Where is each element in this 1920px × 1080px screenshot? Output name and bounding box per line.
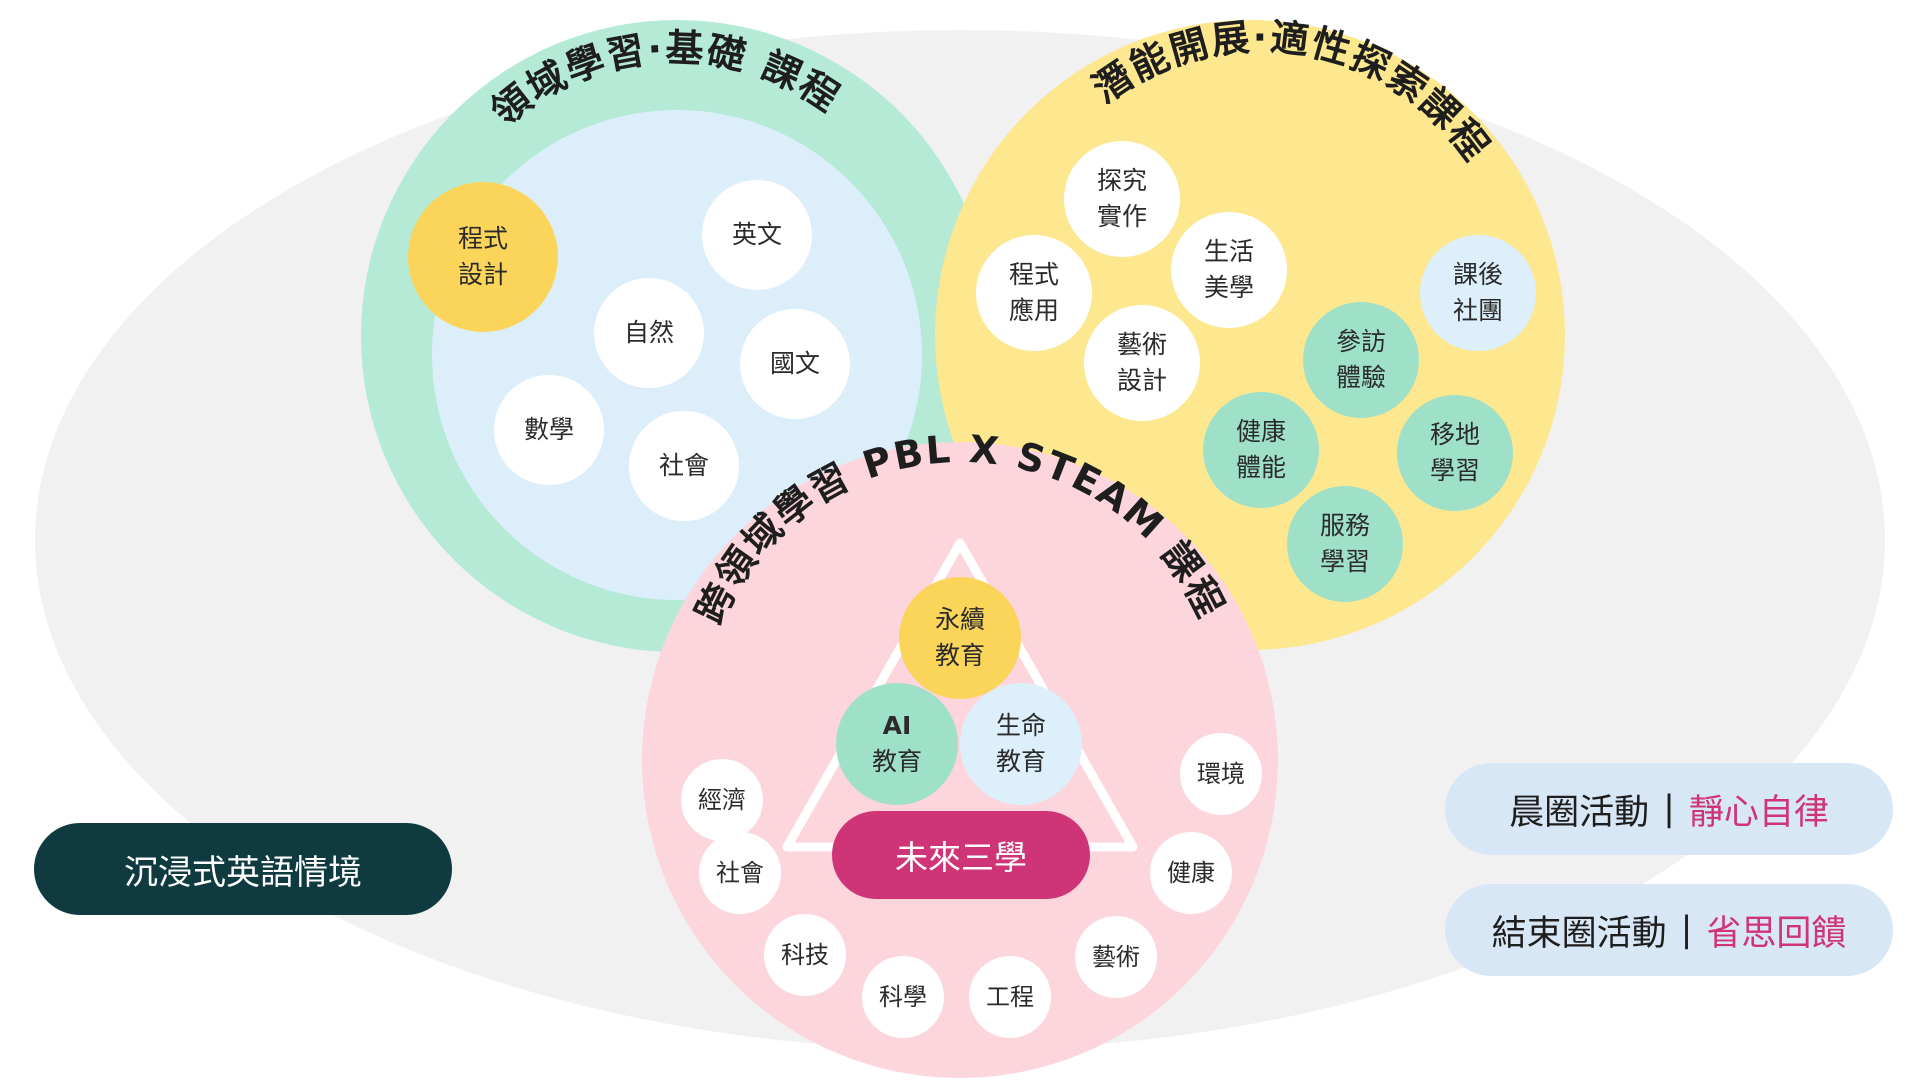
node-coding-design-line1: 程式 [457,224,508,253]
node-sustainability: 永續 教育 [899,577,1021,699]
node-inquiry: 探究 實作 [1064,141,1180,257]
node-social-label: 社會 [658,451,709,480]
node-chinese: 國文 [740,309,850,419]
closing-circle-pill: 結束圈活動 | 省思回饋 [1445,884,1893,976]
node-after-school: 課後 社團 [1420,235,1536,351]
node-visit-line1: 參訪 [1335,327,1386,356]
node-health-fitness-line2: 體能 [1235,453,1286,482]
node-technology-label: 科技 [781,941,829,969]
node-art-design-line2: 設計 [1116,366,1167,395]
immersive-english-pill: 沉浸式英語情境 [34,823,452,915]
node-math-label: 數學 [523,415,574,444]
node-engineering-label: 工程 [986,983,1034,1011]
morning-circle-label: 晨圈活動 [1509,792,1650,833]
closing-circle-label: 結束圈活動 [1491,913,1667,954]
node-field-study-line2: 學習 [1429,456,1480,485]
node-art-design: 藝術 設計 [1084,305,1200,421]
closing-circle-highlight: 省思回饋 [1706,913,1847,954]
node-field-study: 移地 學習 [1397,395,1513,511]
node-coding-design-line2: 設計 [457,260,508,289]
node-math: 數學 [494,375,604,485]
node-coding-design: 程式 設計 [408,182,558,332]
node-visit-line2: 體驗 [1335,363,1386,392]
node-arts: 藝術 [1075,916,1157,998]
immersive-english-label: 沉浸式英語情境 [124,852,362,893]
node-health-fitness-line1: 健康 [1235,417,1286,446]
node-science: 自然 [594,278,704,388]
node-life-aesthetics: 生活 美學 [1171,212,1287,328]
node-english: 英文 [702,180,812,290]
node-society-label: 社會 [716,859,764,887]
node-science-steam: 科學 [862,956,944,1038]
node-engineering: 工程 [969,956,1051,1038]
node-society: 社會 [699,832,781,914]
node-health-fitness: 健康 體能 [1203,392,1319,508]
future-three-learnings-pill: 未來三學 [832,811,1090,899]
node-visit: 參訪 體驗 [1303,302,1419,418]
morning-circle-separator: | [1663,789,1675,829]
node-art-design-line1: 藝術 [1116,330,1167,359]
node-life-education-line1: 生命 [995,711,1046,740]
node-after-school-line1: 課後 [1452,260,1503,289]
node-ai-education-line1: AI [882,711,912,740]
node-inquiry-line1: 探究 [1096,166,1147,195]
node-arts-label: 藝術 [1092,943,1140,971]
node-life-aesthetics-line1: 生活 [1203,237,1254,266]
node-economy-label: 經濟 [698,786,746,814]
node-health-label: 健康 [1167,859,1215,887]
node-sustainability-line1: 永續 [934,605,985,634]
node-environment-label: 環境 [1197,760,1245,788]
node-life-education-line2: 教育 [995,747,1046,776]
node-science-steam-label: 科學 [879,983,927,1011]
node-life-education: 生命 教育 [960,683,1082,805]
node-environment: 環境 [1180,733,1262,815]
node-technology: 科技 [764,914,846,996]
node-life-aesthetics-line2: 美學 [1203,273,1254,302]
node-coding-app-line1: 程式 [1008,260,1059,289]
node-field-study-line1: 移地 [1429,420,1480,449]
node-inquiry-line2: 實作 [1096,202,1147,231]
node-ai-education: AI 教育 [836,683,958,805]
node-ai-education-line2: 教育 [871,747,922,776]
node-service-learning: 服務 學習 [1287,486,1403,602]
node-coding-app-line2: 應用 [1008,296,1059,325]
node-after-school-line2: 社團 [1452,296,1503,325]
node-health: 健康 [1150,832,1232,914]
node-science-label: 自然 [623,318,674,347]
node-coding-app: 程式 應用 [976,235,1092,351]
node-chinese-label: 國文 [769,349,820,378]
node-service-learning-line2: 學習 [1319,547,1370,576]
morning-circle-highlight: 靜心自律 [1688,792,1829,833]
morning-circle-pill: 晨圈活動 | 靜心自律 [1445,763,1893,855]
node-sustainability-line2: 教育 [934,641,985,670]
node-service-learning-line1: 服務 [1319,511,1370,540]
closing-circle-separator: | [1680,910,1693,950]
node-social: 社會 [629,411,739,521]
node-economy: 經濟 [681,759,763,841]
node-english-label: 英文 [731,220,782,249]
future-three-learnings-label: 未來三學 [895,838,1027,877]
